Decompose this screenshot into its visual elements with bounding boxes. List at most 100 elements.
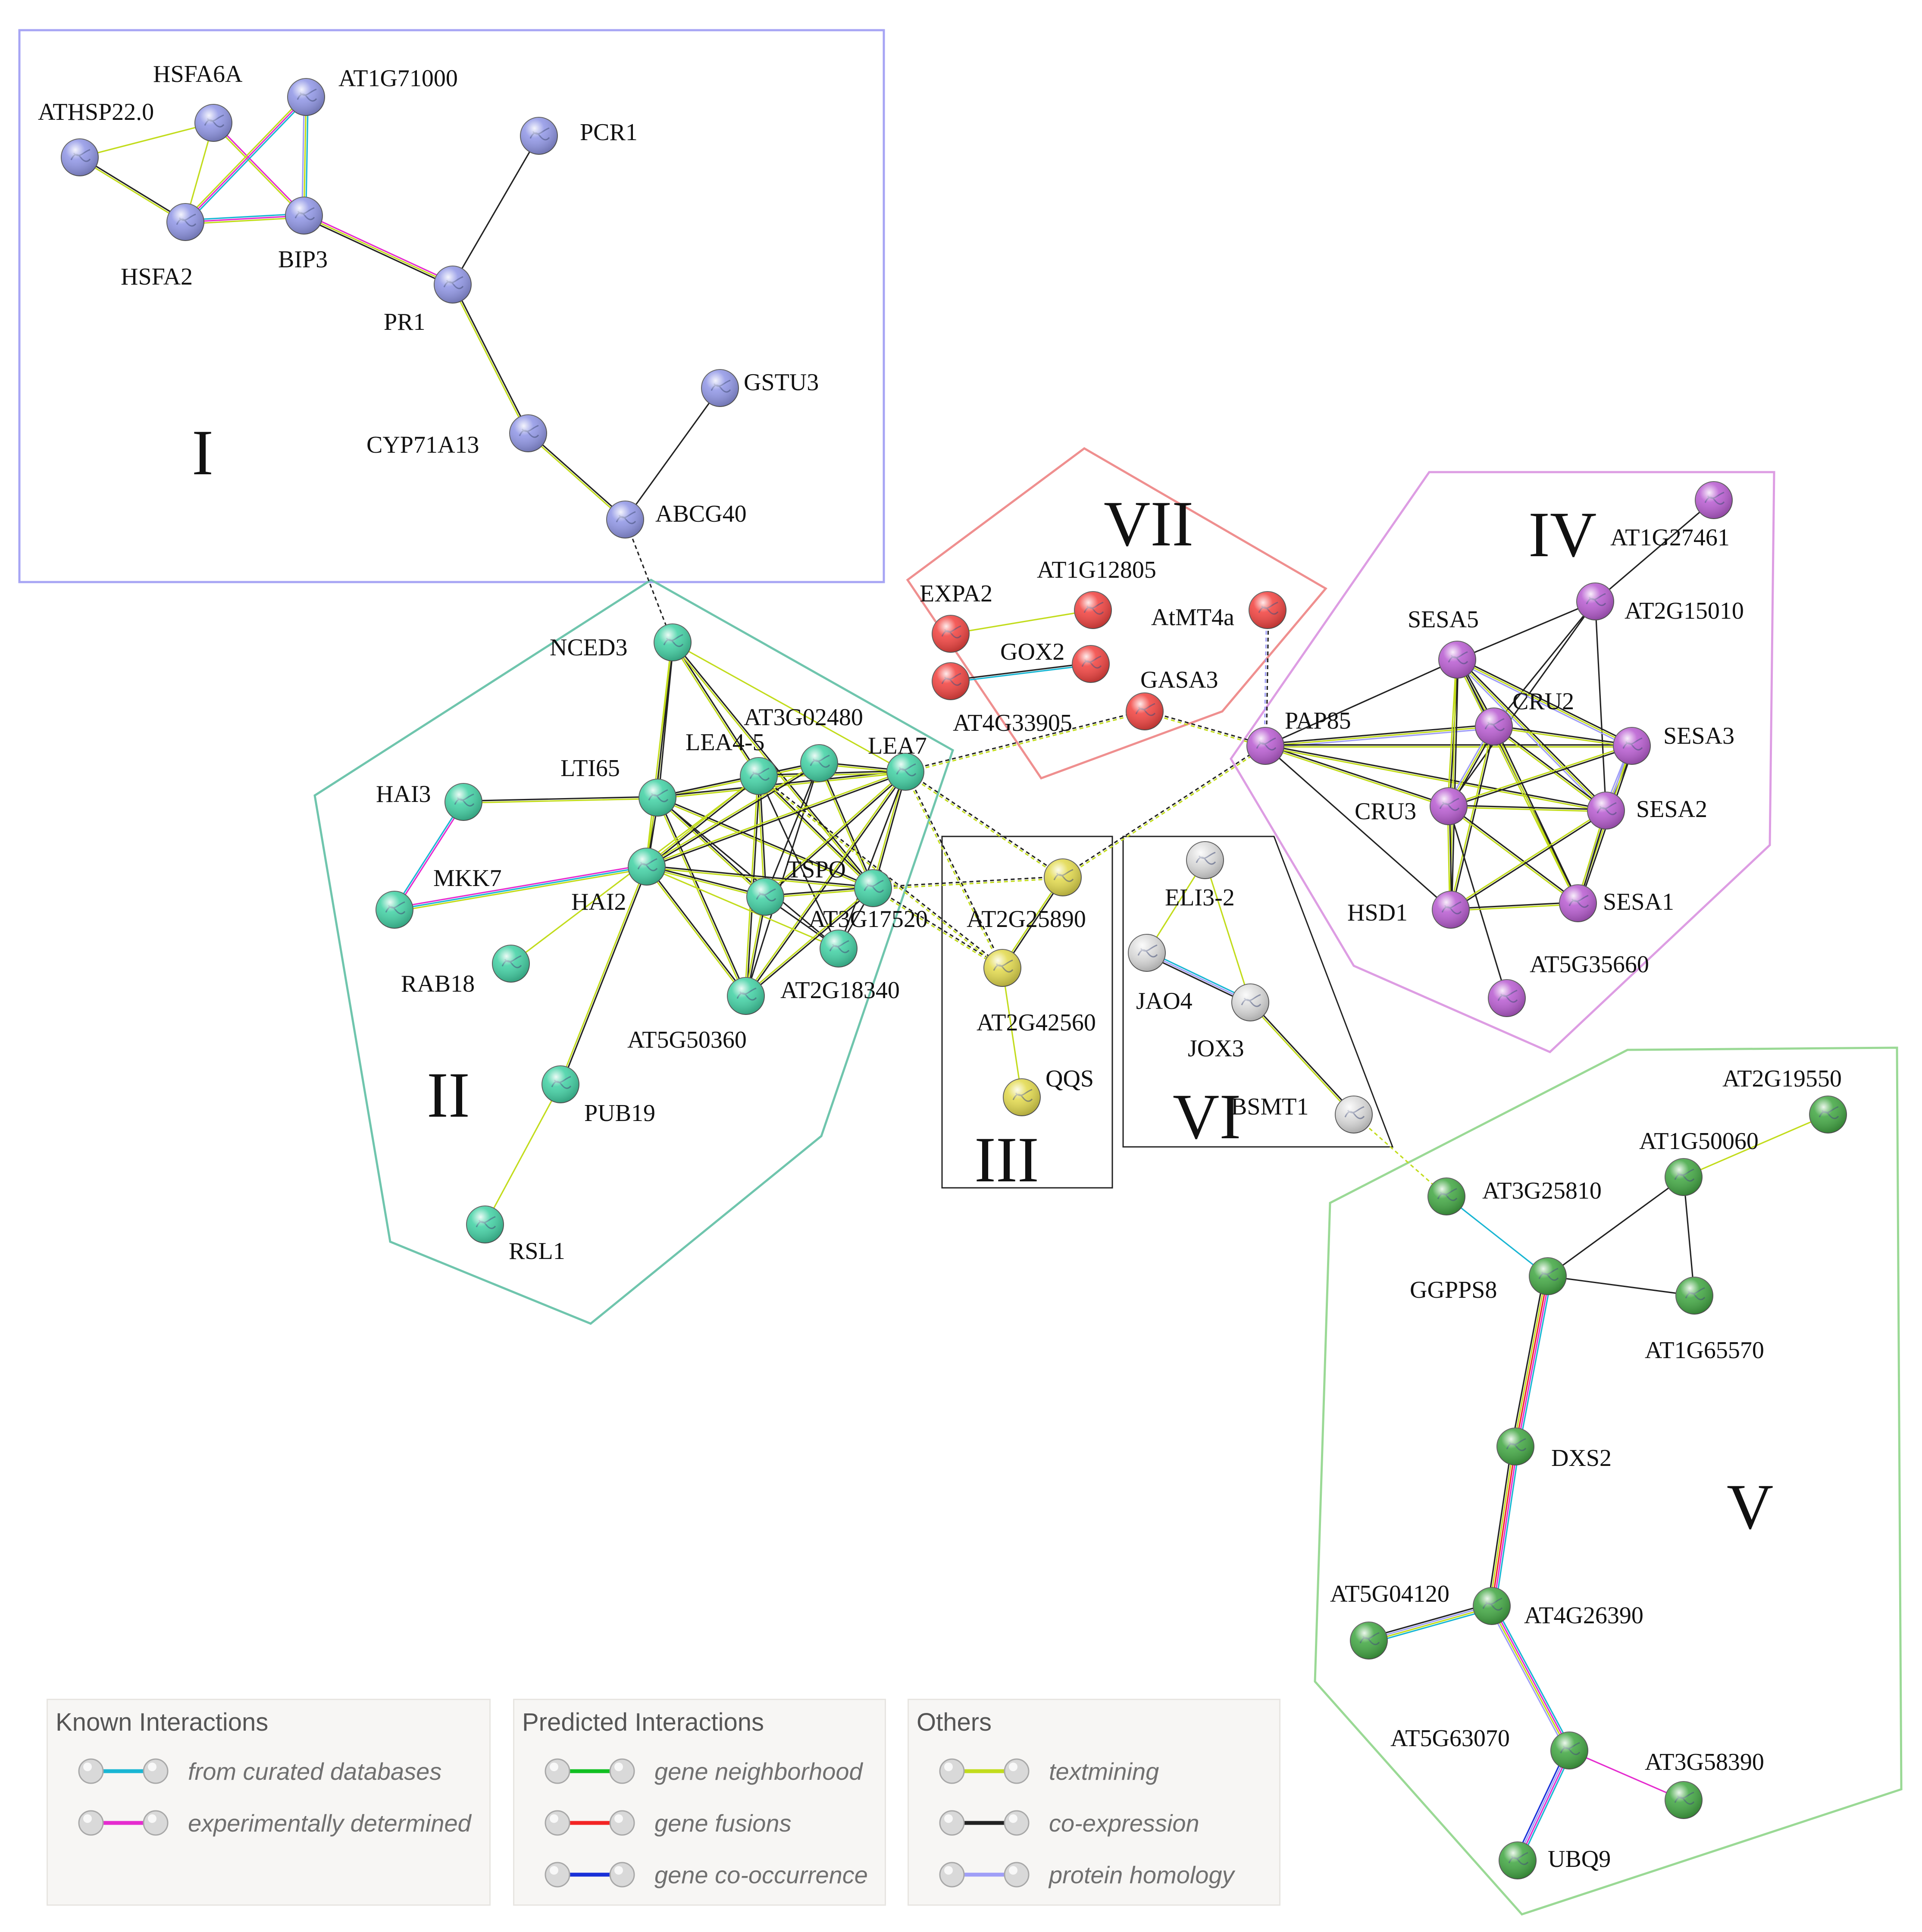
node-at3g58390[interactable] [1665,1781,1703,1819]
fusion-edge-swatch [545,1810,635,1836]
node-hsd1[interactable] [1432,891,1470,929]
node-at3g25810[interactable] [1427,1177,1465,1215]
node-hsfa6a[interactable] [194,104,232,142]
node-cru2[interactable] [1475,708,1513,745]
node-lti65[interactable] [639,779,676,817]
legend-item-homology: protein homology [935,1857,1323,1892]
node-gloss [1128,934,1165,971]
node-eli3-2[interactable] [1186,841,1224,879]
node-ggpps8[interactable] [1529,1257,1567,1295]
node-at2g19550[interactable] [1809,1096,1847,1134]
node-at2g15010[interactable] [1576,582,1614,620]
node-lea4-5[interactable] [740,757,778,795]
node-athsp22-0[interactable] [61,138,99,176]
node-abcg40[interactable] [606,501,644,539]
legend-panel-known: Known Interactions from curated database… [47,1699,491,1906]
edge-strand-co-expression [838,771,906,949]
edge-at3g17520-at5g50360 [745,887,874,997]
node-dxs2[interactable] [1496,1428,1534,1465]
node-at5g63070[interactable] [1550,1732,1588,1769]
node-label-lea4-5: LEA4-5 [686,729,765,756]
node-at3g17520[interactable] [854,869,892,907]
node-sesa3[interactable] [1613,727,1651,765]
node-label-gstu3: GSTU3 [744,369,819,396]
node-bsmt1[interactable] [1335,1096,1373,1134]
node-rsl1[interactable] [466,1206,504,1243]
node-at2g42560[interactable] [983,949,1021,987]
edge-strand-co-expression [1265,744,1449,806]
node-mkk7[interactable] [376,891,413,929]
node-hai2[interactable] [628,848,666,886]
node-gasa3[interactable] [1126,692,1164,730]
legend-ball-highlight [83,1814,92,1823]
node-lea7[interactable] [886,753,924,791]
edge-strand-textmining [671,642,759,777]
edge-strand-experimental [394,864,647,909]
node-at1g65570[interactable] [1675,1277,1713,1315]
node-gloss [1232,984,1269,1021]
node-at5g04120[interactable] [1350,1622,1388,1660]
node-at2g18340[interactable] [820,930,858,968]
node-cru3[interactable] [1430,787,1468,825]
node-pub19[interactable] [542,1065,579,1103]
node-label-cru3: CRU3 [1355,798,1416,825]
edge-sesa5-sesa2 [1455,658,1608,813]
node-at4g26390[interactable] [1473,1587,1511,1625]
node-expa2[interactable] [932,615,970,653]
node-at1g12805[interactable] [1074,591,1112,629]
node-label-sesa2: SESA2 [1636,796,1707,823]
node-at3g02480[interactable] [800,744,838,782]
node-at1g27461[interactable] [1695,481,1733,519]
node-sesa1[interactable] [1559,884,1597,922]
node-cyp71a13[interactable] [509,414,547,452]
node-gloss [1475,708,1512,745]
node-jox3[interactable] [1231,983,1269,1021]
node-at4g33905[interactable] [932,662,970,700]
cluster-outline-ii [313,579,955,1325]
node-sesa2[interactable] [1587,792,1625,830]
node-ubq9[interactable] [1499,1841,1537,1879]
edge-strand-co-expression [80,156,187,222]
node-jao4[interactable] [1128,934,1166,972]
node-hsfa2[interactable] [166,203,204,241]
node-at5g50360[interactable] [727,977,765,1015]
node-gloss [1695,482,1732,519]
edge-strand-co-expression [1265,745,1452,911]
node-gox2[interactable] [1072,645,1110,683]
node-sesa5[interactable] [1438,641,1476,679]
node-label-tspo: TSPO [787,856,846,883]
edge-strand-co-expression [873,886,1004,968]
edge-at2g15010-cru3 [1448,601,1596,807]
node-tspo[interactable] [746,878,784,916]
node-at1g71000[interactable] [287,78,325,116]
node-atmt4a[interactable] [1249,591,1287,629]
node-label-at3g02480: AT3G02480 [744,704,863,731]
node-hai3[interactable] [445,783,482,821]
node-pr1[interactable] [434,266,472,304]
edge-hsd1-sesa1 [1450,902,1578,911]
node-at1g50060[interactable] [1665,1158,1703,1196]
edge-strand-textmining [1451,903,1578,911]
node-rab18[interactable] [492,945,530,983]
node-gstu3[interactable] [701,369,739,407]
edge-at3g02480-hai2 [646,761,820,868]
node-pcr1[interactable] [520,117,558,155]
node-nced3[interactable] [654,623,692,661]
node-qqs[interactable] [1003,1078,1041,1116]
edge-lti65-at3g17520 [657,796,874,890]
edge-strand-co-expression [1458,658,1608,810]
legend-ball-icon [609,1810,635,1836]
node-gloss [1529,1258,1566,1295]
edge-strand-textmining [1448,806,1606,812]
edge-strand-co-expression [950,662,1091,681]
node-at2g25890[interactable] [1044,858,1082,896]
edge-at4g26390-at5g63070 [1488,1604,1573,1752]
node-label-cru2: CRU2 [1512,688,1574,715]
node-gloss [167,204,204,241]
edge-strand-textmining [183,95,305,221]
node-pap85[interactable] [1246,727,1284,765]
node-at5g35660[interactable] [1488,979,1526,1017]
edge-strand-textmining [1489,1446,1515,1606]
node-bip3[interactable] [285,197,323,235]
